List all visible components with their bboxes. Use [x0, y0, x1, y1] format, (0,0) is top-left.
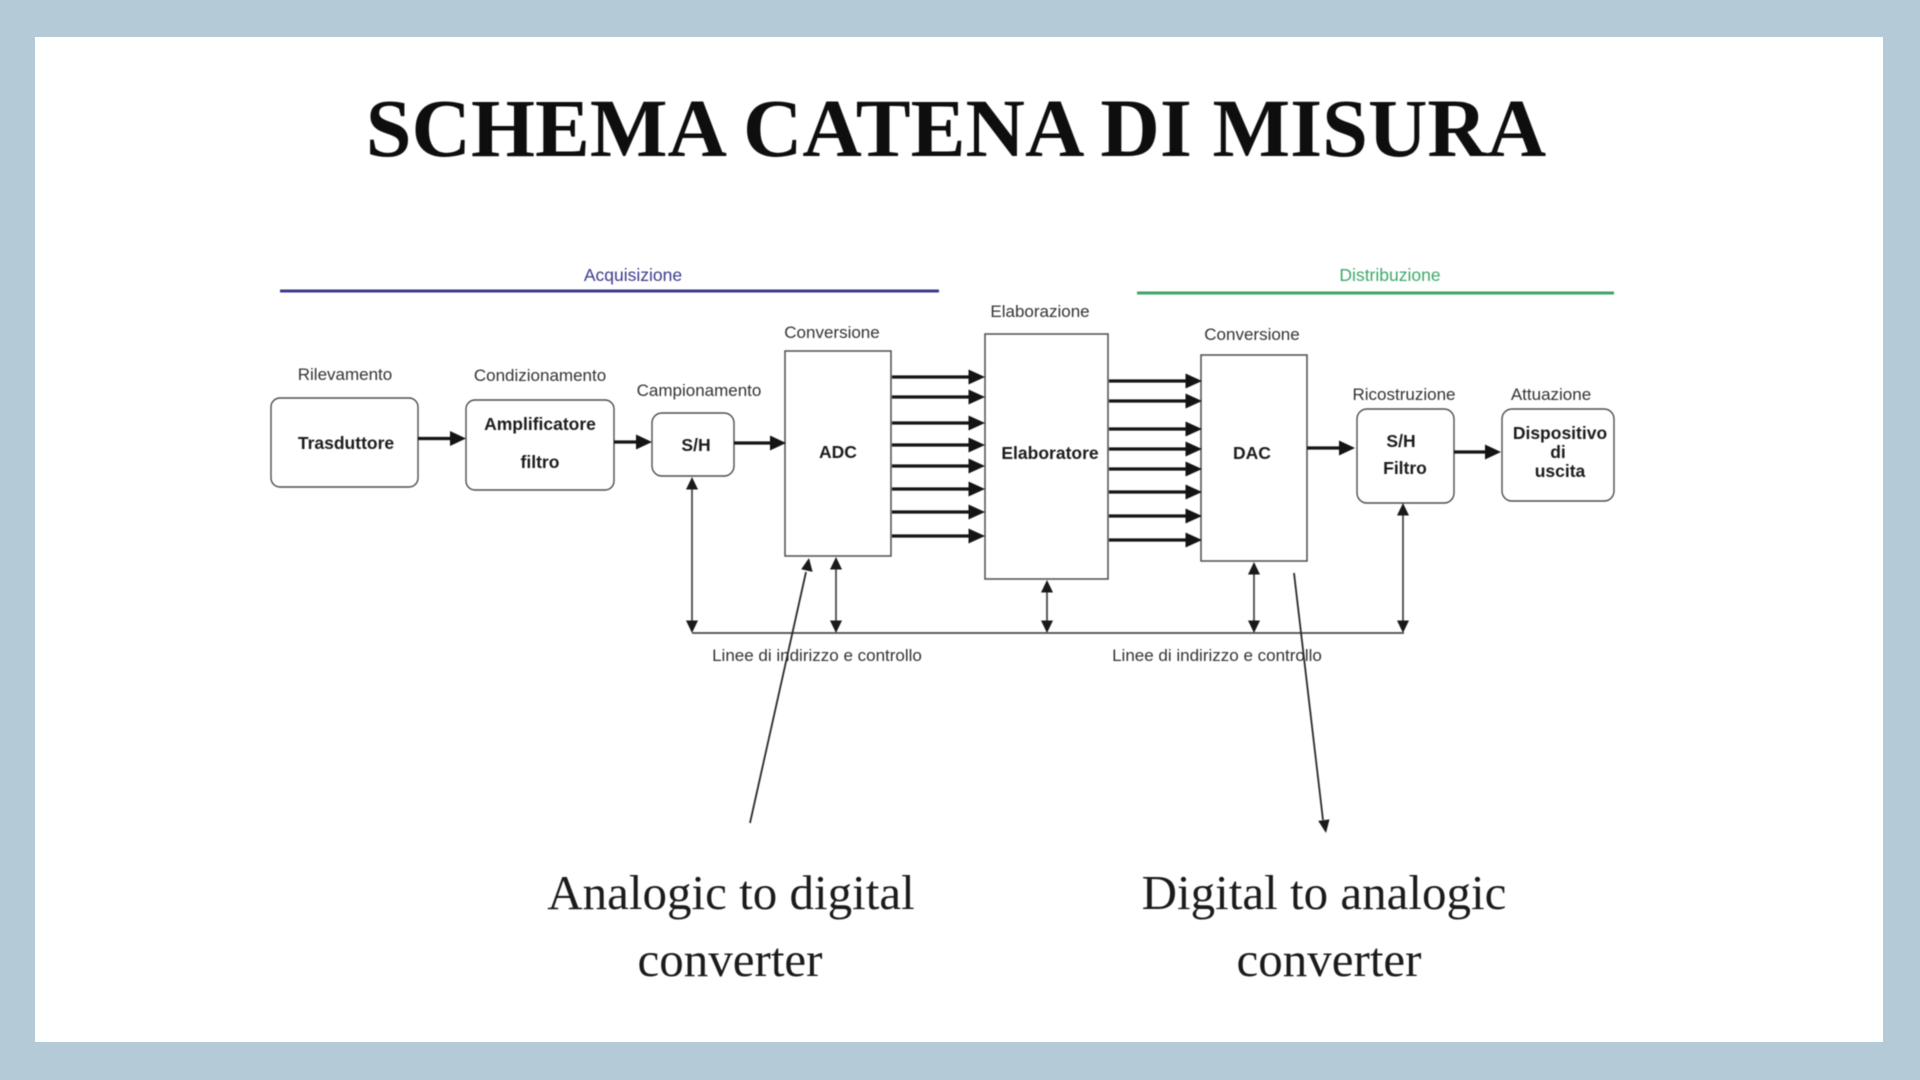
- svg-text:Distribuzione: Distribuzione: [1339, 265, 1440, 285]
- svg-text:S/H: S/H: [681, 435, 710, 455]
- svg-text:Dispositivo: Dispositivo: [1513, 423, 1607, 443]
- svg-text:Condizionamento: Condizionamento: [474, 366, 606, 385]
- svg-text:S/H: S/H: [1386, 431, 1415, 451]
- svg-text:Linee di indirizzo e controllo: Linee di indirizzo e controllo: [1112, 646, 1322, 665]
- svg-text:Digital to analogic: Digital to analogic: [1142, 865, 1507, 920]
- svg-text:Ricostruzione: Ricostruzione: [1353, 385, 1456, 404]
- svg-text:Attuazione: Attuazione: [1511, 385, 1591, 404]
- svg-text:Elaborazione: Elaborazione: [990, 302, 1089, 321]
- svg-text:converter: converter: [638, 932, 823, 987]
- svg-text:converter: converter: [1237, 932, 1422, 987]
- svg-text:Conversione: Conversione: [1204, 325, 1299, 344]
- svg-text:Conversione: Conversione: [784, 323, 879, 342]
- svg-text:Trasduttore: Trasduttore: [298, 433, 395, 453]
- svg-text:Linee di indirizzo e controllo: Linee di indirizzo e controllo: [712, 646, 922, 665]
- svg-text:uscita: uscita: [1535, 461, 1586, 481]
- svg-text:di: di: [1550, 442, 1566, 462]
- svg-text:ADC: ADC: [819, 442, 857, 462]
- svg-text:Analogic to digital: Analogic to digital: [547, 865, 914, 920]
- svg-text:SCHEMA CATENA DI MISURA: SCHEMA CATENA DI MISURA: [366, 83, 1547, 174]
- svg-text:Rilevamento: Rilevamento: [298, 365, 393, 384]
- svg-text:Amplificatore: Amplificatore: [484, 414, 596, 434]
- svg-text:Campionamento: Campionamento: [637, 381, 762, 400]
- svg-text:Acquisizione: Acquisizione: [584, 265, 682, 285]
- svg-text:filtro: filtro: [521, 452, 560, 472]
- svg-text:DAC: DAC: [1233, 443, 1271, 463]
- svg-text:Filtro: Filtro: [1383, 458, 1427, 478]
- svg-text:Elaboratore: Elaboratore: [1001, 443, 1099, 463]
